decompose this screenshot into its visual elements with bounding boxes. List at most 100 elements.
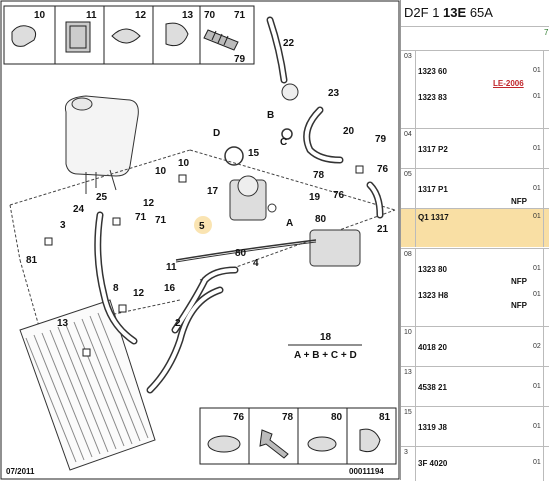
callout: 16	[164, 283, 176, 294]
top-box-label: 13	[182, 10, 194, 21]
callout: D	[213, 128, 220, 139]
callout: 13	[57, 318, 69, 329]
header-model: D2F	[404, 5, 429, 20]
thermostat-housing	[229, 83, 361, 267]
part-number[interactable]: 1323 83	[418, 93, 447, 102]
part-qty: 01	[533, 67, 541, 74]
part-qty: 01	[533, 383, 541, 390]
top-box-label: 10	[34, 10, 46, 21]
row-number: 05	[404, 171, 412, 178]
callout: 22	[283, 38, 295, 49]
part-qty: 01	[533, 185, 541, 192]
table-row[interactable]: 10 4018 20 02	[401, 326, 549, 367]
cooling-system-exploded-view: 10 11 12 13 70 71 79	[0, 0, 400, 480]
row-number: 03	[404, 53, 412, 60]
part-number[interactable]: 4538 21	[418, 383, 447, 392]
callout: 19	[309, 192, 321, 203]
parts-diagram: 10 11 12 13 70 71 79	[0, 0, 400, 480]
row-number: 3	[404, 449, 408, 456]
part-number[interactable]: 1319 J8	[418, 423, 447, 432]
table-row[interactable]: 03 1323 60 LE-2006 1323 83 01 01	[401, 50, 549, 129]
callout: 76	[333, 190, 345, 201]
row-number: 08	[404, 251, 412, 258]
part-qty: 02	[533, 343, 541, 350]
callout: 80	[235, 248, 247, 259]
top-box-label: 70	[204, 10, 216, 21]
part-note: LE-2006	[493, 79, 524, 88]
part-number[interactable]: 1317 P1	[418, 185, 448, 194]
footer-date: 07/2011	[6, 467, 35, 476]
top-box-label: 79	[234, 54, 246, 65]
part-qty: 01	[533, 459, 541, 466]
callout: 5	[199, 221, 205, 232]
part-number[interactable]: 1323 H8	[418, 291, 449, 300]
expansion-tank	[64, 95, 139, 194]
row-number: 10	[404, 329, 412, 336]
clip-81-icon	[359, 428, 381, 453]
callout: 71	[155, 215, 167, 226]
part-qty: 01	[533, 213, 541, 220]
callout-labels: 22 23 20 79 76 21 76 80 A 17 15 19 78 B …	[26, 38, 389, 329]
part-number[interactable]: Q1 1317	[418, 213, 449, 222]
top-box-label: 11	[86, 10, 97, 21]
part-number[interactable]: 1323 80	[418, 265, 447, 274]
table-row[interactable]: 13 4538 21 01	[401, 366, 549, 407]
formula-text: A + B + C + D	[294, 350, 357, 361]
table-row[interactable]: 08 1323 80 NFP 1323 H8 NFP 01 01	[401, 248, 549, 327]
bottom-box-label: 80	[331, 412, 343, 423]
part-note: NFP	[511, 197, 527, 206]
bottom-parts-box: 76 78 80 81	[199, 407, 397, 465]
parts-list-panel: D2F 1 13E 65A 7 03 1323 60 LE-2006 1323 …	[400, 0, 549, 481]
table-row[interactable]: 15 1319 J8 01	[401, 406, 549, 447]
callout: 21	[377, 224, 389, 235]
bottom-box-label: 78	[282, 412, 294, 423]
part-number[interactable]: 3F 4020	[418, 459, 448, 468]
callout: B	[267, 110, 274, 121]
part-note: NFP	[511, 301, 527, 310]
header-group: 13E	[443, 5, 467, 20]
callout: 3	[60, 220, 66, 231]
callout: 20	[343, 126, 355, 137]
table-row-selected[interactable]: Q1 1317 01	[401, 208, 549, 247]
bottom-box-label: 76	[233, 412, 245, 423]
part-number[interactable]: 1323 60	[418, 67, 447, 76]
header-version: 1	[432, 5, 440, 20]
table-row[interactable]: 3 3F 4020 01	[401, 446, 549, 481]
clamp-80-icon	[307, 436, 337, 452]
callout: 12	[143, 198, 155, 209]
callout: 15	[248, 148, 260, 159]
part-number[interactable]: 1317 P2	[418, 145, 448, 154]
row-number: 04	[404, 131, 412, 138]
markers	[44, 165, 364, 357]
callout: 23	[328, 88, 340, 99]
highlight-marker	[194, 216, 212, 234]
row-number: 15	[404, 409, 412, 416]
callout: C	[280, 137, 287, 148]
formula-number: 18	[320, 332, 332, 343]
callout: 17	[207, 186, 219, 197]
top-box-label: 12	[135, 10, 147, 21]
callout: 24	[73, 204, 85, 215]
part-number[interactable]: 4018 20	[418, 343, 447, 352]
clip-10-icon	[11, 25, 37, 47]
callout: 78	[313, 170, 325, 181]
panel-sub: 7	[544, 28, 549, 37]
callout: 25	[96, 192, 108, 203]
callout: 79	[375, 134, 387, 145]
bottom-box-label: 81	[379, 412, 391, 423]
callout: 4	[253, 258, 259, 269]
part-note: NFP	[511, 277, 527, 286]
callout: 11	[166, 262, 177, 273]
row-number: 13	[404, 369, 412, 376]
top-parts-box: 10 11 12 13 70 71 79	[3, 5, 255, 65]
callout: 12	[133, 288, 145, 299]
top-box-label: 71	[234, 10, 246, 21]
callout: 71	[135, 212, 147, 223]
table-row[interactable]: 05 1317 P1 NFP 01	[401, 168, 549, 209]
bolt-78-icon	[259, 429, 289, 459]
callout: 76	[377, 164, 389, 175]
callout: A	[286, 218, 293, 229]
bolt-70-icon	[203, 29, 239, 51]
callout: 80	[315, 214, 327, 225]
table-row[interactable]: 04 1317 P2 01	[401, 128, 549, 169]
